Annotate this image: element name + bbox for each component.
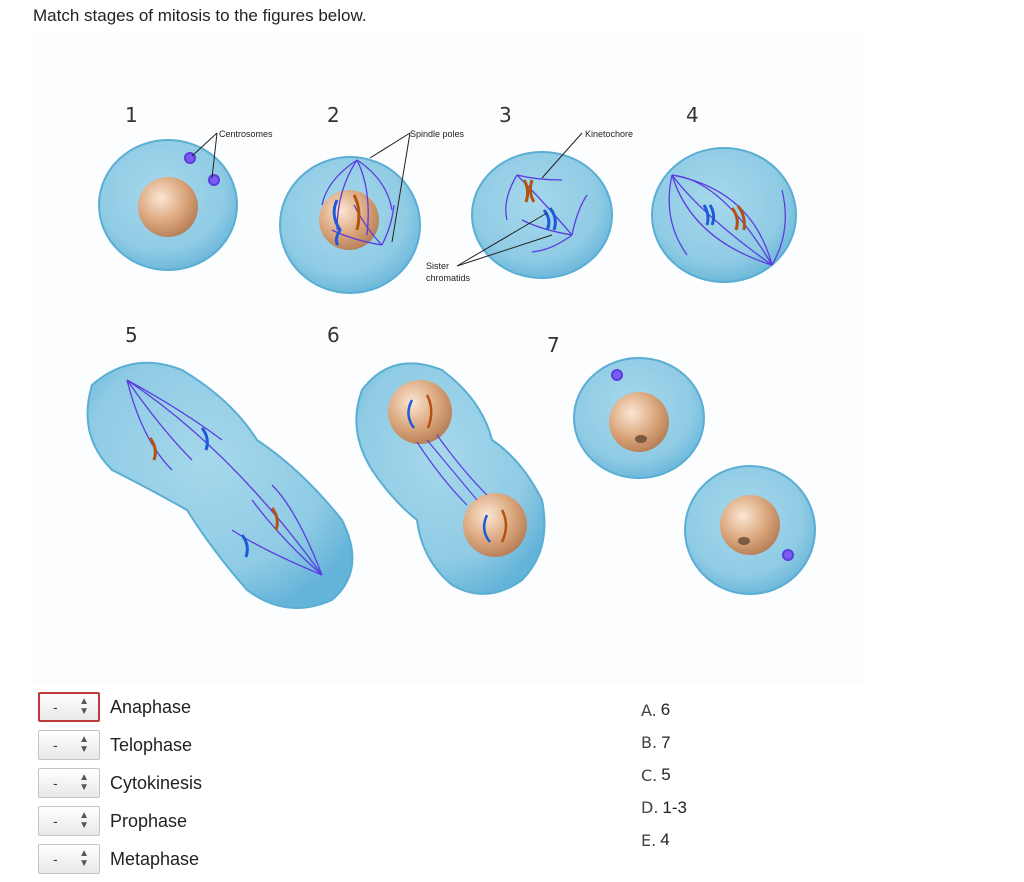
answer-letter: C.	[641, 765, 658, 785]
answer-value: 4	[660, 830, 670, 850]
cell-1	[98, 139, 238, 271]
select-arrows-icon: ▲▼	[79, 696, 89, 717]
panel-number-4: 4	[686, 103, 699, 127]
select-arrows-icon: ▲▼	[79, 734, 89, 755]
centrosome-icon	[184, 152, 220, 186]
label-chromatids: chromatids	[426, 273, 471, 283]
stage-label: Anaphase	[110, 696, 192, 717]
answer-letter: E.	[641, 830, 657, 850]
stage-select-prophase[interactable]: - ▲▼	[38, 806, 100, 836]
cell-2	[279, 156, 421, 294]
select-value: -	[53, 851, 58, 867]
question-prompt: Match stages of mitosis to the figures b…	[33, 6, 367, 25]
select-value: -	[53, 699, 58, 715]
cell-4	[651, 147, 797, 283]
stage-label: Telophase	[110, 734, 193, 755]
answer-value: 6	[660, 700, 671, 720]
answer-b: B. 7	[641, 727, 687, 760]
select-value: -	[53, 737, 58, 753]
cell-3	[471, 151, 613, 279]
panel-number-5: 5	[125, 323, 138, 347]
mitosis-diagram: 1 2 3 4 5 6 7	[32, 30, 866, 685]
panel-number-2: 2	[327, 103, 340, 127]
answer-c: C. 5	[641, 759, 687, 792]
answer-value: 1-3	[662, 797, 687, 817]
cell-6	[355, 362, 546, 595]
answer-d: D. 1-3	[641, 792, 687, 825]
match-row-metaphase: - ▲▼ Metaphase	[38, 842, 199, 876]
label-kinetochore: Kinetochore	[585, 129, 633, 139]
stage-select-anaphase[interactable]: - ▲▼	[38, 692, 100, 722]
match-row-cytokinesis: - ▲▼ Cytokinesis	[38, 766, 202, 800]
answer-e: E. 4	[641, 824, 687, 857]
panel-number-7: 7	[547, 333, 560, 357]
answer-letter: D.	[641, 798, 659, 818]
stage-select-cytokinesis[interactable]: - ▲▼	[38, 768, 100, 798]
panel-number-6: 6	[327, 323, 340, 347]
match-row-prophase: - ▲▼ Prophase	[38, 804, 187, 838]
panel-number-3: 3	[499, 103, 512, 127]
label-spindle-poles: Spindle poles	[410, 129, 465, 139]
label-centrosomes: Centrosomes	[219, 129, 273, 139]
cell-7b	[684, 465, 816, 595]
cell-5	[86, 361, 354, 609]
select-arrows-icon: ▲▼	[79, 848, 89, 869]
answer-value: 5	[661, 765, 671, 785]
answer-choices: A. 6 B. 7 C. 5 D. 1-3 E. 4	[641, 694, 687, 857]
stage-select-telophase[interactable]: - ▲▼	[38, 730, 100, 760]
answer-value: 7	[661, 732, 671, 752]
cell-7a	[573, 357, 705, 479]
label-sister: Sister	[426, 261, 449, 271]
select-value: -	[53, 813, 58, 829]
panel-number-1: 1	[125, 103, 138, 127]
select-arrows-icon: ▲▼	[79, 810, 89, 831]
match-row-anaphase: - ▲▼ Anaphase	[38, 690, 191, 724]
stage-select-metaphase[interactable]: - ▲▼	[38, 844, 100, 874]
answer-letter: B.	[641, 733, 658, 753]
stage-label: Metaphase	[110, 848, 200, 869]
match-row-telophase: - ▲▼ Telophase	[38, 728, 192, 762]
mitosis-figure: 1 2 3 4 5 6 7	[32, 30, 866, 685]
select-arrows-icon: ▲▼	[79, 772, 89, 793]
stage-label: Prophase	[110, 810, 188, 831]
select-value: -	[53, 775, 58, 791]
answer-a: A. 6	[641, 694, 687, 727]
stage-label: Cytokinesis	[110, 772, 203, 793]
answer-letter: A.	[641, 700, 657, 720]
